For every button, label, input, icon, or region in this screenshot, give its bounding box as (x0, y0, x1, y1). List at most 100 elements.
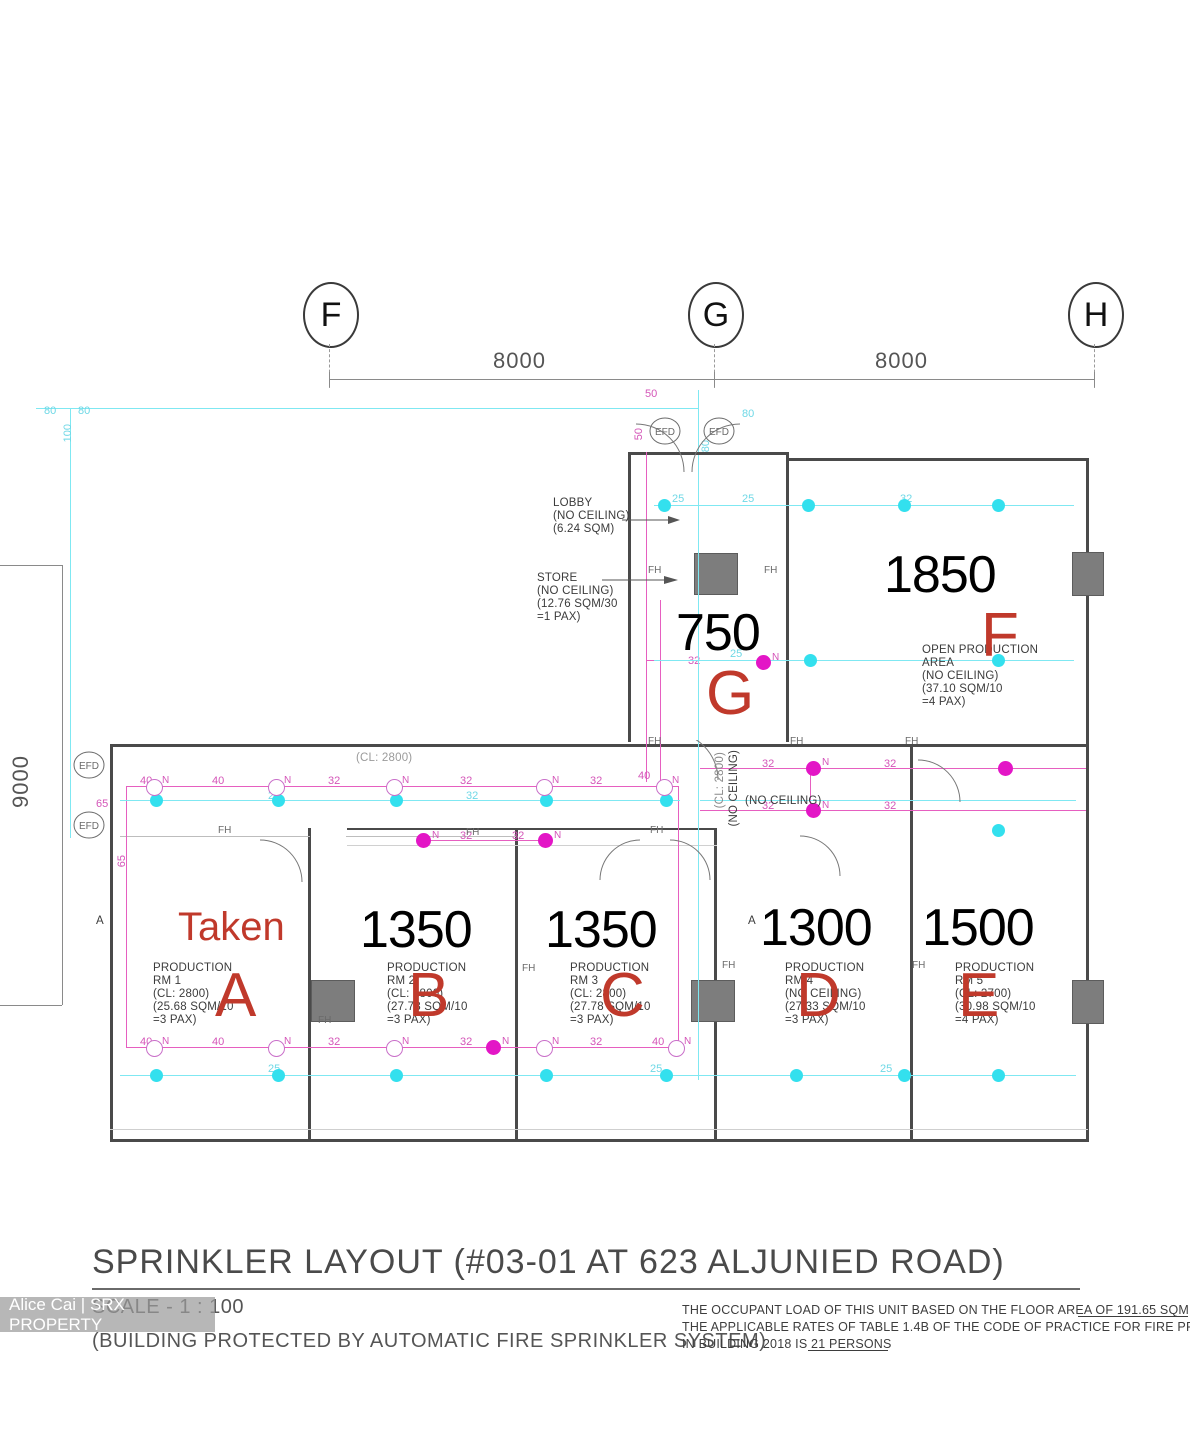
room-rm2-ceiling: (CL: 2800) (387, 988, 444, 1000)
cyan-size-9: 25 (880, 1063, 893, 1075)
sprinkler-head-upright (668, 1040, 685, 1057)
door-swing-lobby (635, 423, 741, 473)
room-store-ceiling: (NO CEILING) (537, 585, 614, 597)
cyan-pipe-row-3 (700, 800, 1076, 802)
sprinkler-head-pendant (486, 1040, 501, 1055)
dimension-line-horizontal (329, 379, 1094, 380)
room-label-production-5: PRODUCTION RM 5 (CL: 2700) (30.98 SQM/10… (955, 962, 1036, 1027)
column-rm1-rm2 (311, 980, 355, 1022)
cyan-size-8: 25 (650, 1063, 663, 1075)
pipe-size-l3: 32 (328, 1036, 341, 1048)
room-rm4-area: (27.33 SQM/10 (785, 1001, 866, 1013)
pipe-size-u3: 32 (328, 775, 341, 787)
room-rm5-pax: =4 PAX) (955, 1014, 999, 1026)
sprinkler-head-cyan (272, 1069, 285, 1082)
sprinkler-head-cyan (898, 499, 911, 512)
sprinkler-head-upright (656, 779, 673, 796)
sprinkler-head-cyan (802, 499, 815, 512)
sprinkler-head-cyan (898, 1069, 911, 1082)
supply-pipe-vertical-lobby (698, 390, 700, 470)
sprinkler-label-n: N (822, 800, 830, 811)
pipe-size-l2: 40 (212, 1036, 225, 1048)
svg-text:EFD: EFD (79, 761, 99, 772)
sprinkler-head-upright (268, 779, 285, 796)
sprinkler-head-cyan (992, 824, 1005, 837)
sprinkler-head-upright (146, 1040, 163, 1057)
room-rm3-ceiling: (CL: 2800) (570, 988, 627, 1000)
room-lobby-area: (6.24 SQM) (553, 523, 615, 535)
pipe-size-u2: 40 (212, 775, 225, 787)
sprinkler-label-n: N (684, 1036, 692, 1047)
listing-unit-f: F (981, 601, 1019, 670)
room-open-name: OPEN PRODUCTION (922, 644, 1039, 656)
dimension-tick-g (714, 372, 715, 387)
sprinkler-head-pendant (416, 833, 431, 848)
dimension-tick-bottom (0, 1005, 62, 1006)
sprinkler-label-n: N (822, 757, 830, 768)
ceiling-note-vertical: (NO CEILING) (728, 750, 740, 827)
sprinkler-store-vert2 (660, 600, 662, 786)
sprinkler-head-cyan (992, 499, 1005, 512)
dimension-tick-top (0, 565, 62, 566)
dimension-tick-f (329, 372, 330, 387)
inner-line-4 (110, 1129, 1088, 1130)
sprinkler-head-upright (536, 1040, 553, 1057)
room-label-production-2: PRODUCTION RM 2 (CL: 2800) (27.78 SQM/10… (387, 962, 468, 1027)
efd-door-icon: EFD (702, 414, 736, 453)
listing-price-a: Taken (178, 905, 285, 949)
listing-price-f: 1850 (884, 546, 997, 604)
sprinkler-label-n: N (552, 1036, 560, 1047)
sprinkler-riser-left (126, 786, 128, 1048)
pipe-size-branch-3: 32 (762, 758, 775, 770)
hydrant-label-fh: FH (912, 960, 926, 971)
room-rm3-number: RM 3 (570, 975, 599, 987)
sprinkler-head-cyan (660, 794, 673, 807)
sprinkler-label-n: N (554, 830, 562, 841)
room-label-production-4: PRODUCTION RM 4 (NO CEILING) (27.33 SQM/… (785, 962, 866, 1027)
room-rm1-area: (25.68 SQM/10 (153, 1001, 234, 1013)
title-underline (92, 1288, 1080, 1290)
hydrant-label-fh: FH (318, 1015, 332, 1026)
sprinkler-label-n: N (284, 775, 292, 786)
room-store-pax: =1 PAX) (537, 611, 581, 623)
room-label-production-1: PRODUCTION RM 1 (CL: 2800) (25.68 SQM/10… (153, 962, 234, 1027)
column-h-lower (1072, 980, 1104, 1024)
section-marker-a-mid: A (748, 915, 756, 927)
sprinkler-head-cyan (540, 794, 553, 807)
sprinkler-label-n: N (672, 775, 680, 786)
listing-price-e: 1500 (922, 899, 1035, 957)
watermark-text: Alice Cai | SRX PROPERTY (9, 1294, 125, 1334)
sprinkler-label-n: N (162, 1036, 170, 1047)
sprinkler-head-upright (536, 779, 553, 796)
sprinkler-head-cyan (390, 1069, 403, 1082)
sprinkler-label-n: N (552, 775, 560, 786)
pipe-size-u6: 40 (638, 770, 651, 782)
cyan-pipe-row-2 (654, 660, 1074, 662)
hydrant-label-fh: FH (522, 963, 536, 974)
listing-unit-g: G (706, 659, 755, 728)
dimension-vertical: 9000 (8, 755, 33, 808)
sprinkler-head-upright (146, 779, 163, 796)
room-rm3-name: PRODUCTION (570, 962, 650, 974)
leader-line-store (602, 576, 678, 584)
room-rm2-number: RM 2 (387, 975, 416, 987)
efd-door-icon: EFD (72, 808, 106, 847)
room-rm1-number: RM 1 (153, 975, 182, 987)
hydrant-label-fh: FH (650, 825, 664, 836)
cyan-size-4: 25 (730, 648, 743, 660)
listing-unit-e: E (958, 961, 1000, 1030)
listing-price-d: 1300 (760, 899, 873, 957)
sprinkler-label-n: N (402, 1036, 410, 1047)
sprinkler-store-vert (646, 452, 648, 782)
partition-rm4-rm5 (910, 747, 913, 1139)
pipe-size-100: 100 (62, 424, 74, 443)
wall-lobby-right (786, 452, 789, 742)
grid-bubble-g: G (688, 282, 744, 348)
room-store-name: STORE (537, 572, 578, 584)
room-rm2-pax: =3 PAX) (387, 1014, 431, 1026)
leader-line-lobby (622, 516, 680, 524)
wall-main-top (110, 744, 1088, 747)
grid-line-g (714, 344, 715, 388)
grid-bubble-g-label: G (688, 282, 744, 348)
sprinkler-head-pendant (756, 655, 771, 670)
